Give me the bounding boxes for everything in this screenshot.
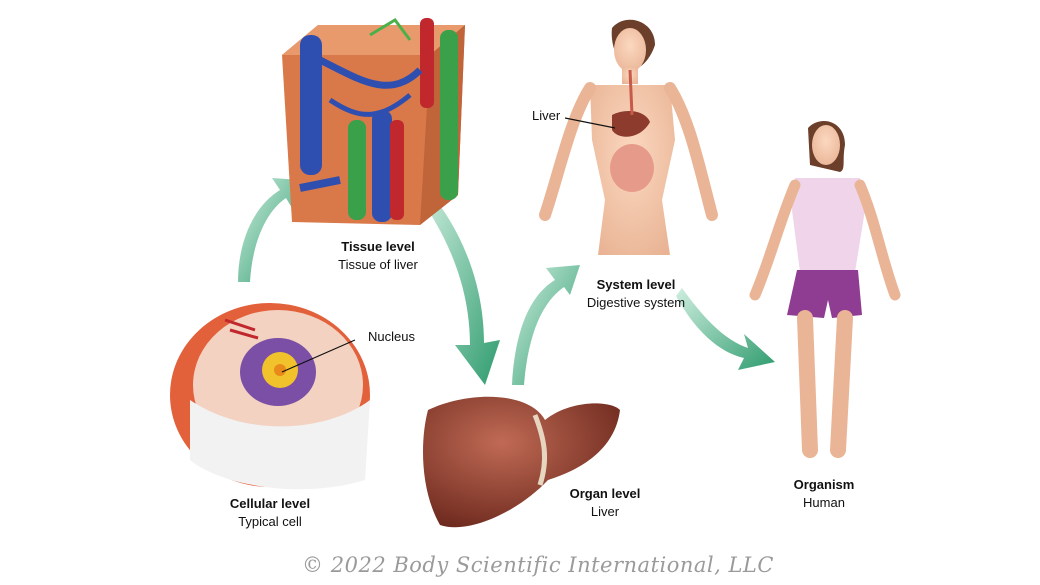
nucleus-label: Nucleus bbox=[368, 329, 415, 344]
system-level-label: System level Digestive system bbox=[587, 276, 685, 312]
organ-level-title: Organ level bbox=[569, 486, 641, 501]
tissue-level-title: Tissue level bbox=[341, 239, 415, 254]
system-level-subtitle: Digestive system bbox=[586, 295, 686, 310]
typical-cell-image bbox=[170, 303, 370, 490]
cellular-level-subtitle: Typical cell bbox=[238, 514, 302, 529]
system-level-title: System level bbox=[596, 277, 676, 292]
organ-level-subtitle: Liver bbox=[590, 504, 620, 519]
organism-human-image bbox=[749, 121, 901, 458]
cellular-level-label: Cellular level Typical cell bbox=[230, 495, 310, 531]
nucleus-callout-line bbox=[281, 339, 356, 373]
arrow-system-to-organism bbox=[676, 288, 775, 370]
liver-callout-label: Liver bbox=[532, 108, 561, 123]
organ-level-label: Organ level Liver bbox=[570, 485, 641, 521]
cellular-level-title: Cellular level bbox=[229, 496, 311, 511]
digestive-system-woman-image bbox=[539, 19, 718, 255]
arrow-organ-to-system bbox=[512, 265, 580, 385]
liver-tissue-image bbox=[282, 18, 465, 225]
tissue-level-label: Tissue level Tissue of liver bbox=[338, 238, 418, 274]
tissue-level-subtitle: Tissue of liver bbox=[338, 257, 418, 272]
organism-label: Organism Human bbox=[794, 476, 855, 512]
organism-title: Organism bbox=[793, 477, 855, 492]
copyright-notice: © 2022 Body Scientific International, LL… bbox=[302, 553, 774, 577]
liver-organ-image bbox=[423, 396, 620, 528]
arrow-tissue-to-organ bbox=[418, 190, 500, 385]
liver-callout-line bbox=[564, 117, 616, 129]
organism-subtitle: Human bbox=[803, 495, 845, 510]
